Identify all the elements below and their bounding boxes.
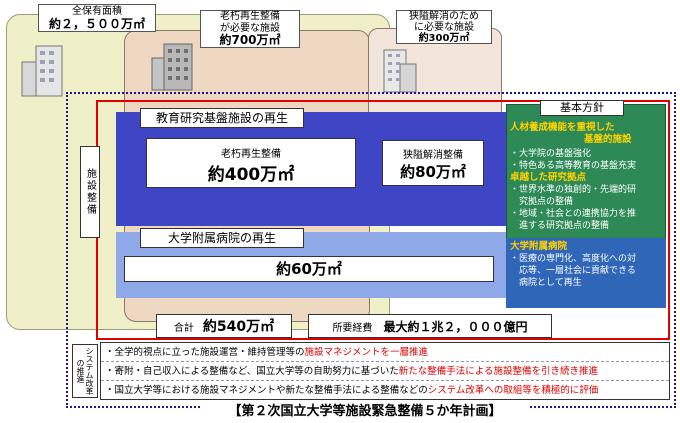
building-icon [21,45,63,97]
basic-policy-title-text: 基本方針 [560,101,604,114]
old-building-icon [151,43,193,91]
reform-list: ・全学的視点に立った施設運営・維持管理等の施設マネジメントを一層推進 ・寄附・自… [101,343,669,399]
reform-item: ・国立大学等における施設マネジメントや新たな整備手法による整備などのシステム改革… [101,381,669,399]
cost-label: 所要経費 [332,323,373,334]
cost-value: 最大約１兆２，０００億円 [383,320,528,334]
aging-renewal-label: 老朽再生整備 [221,149,281,160]
policy-item: ・医療の専門化、高度化への対 [510,254,637,264]
reform-highlight: 新たな整備手法による施設整備を引き続き推進 [398,366,598,377]
narrow-need-line1: 狭隘解消のため [409,11,479,22]
total-value: 約540万㎡ [202,319,275,335]
aging-renewal-value: 約400万㎡ [207,165,295,185]
reform-item: ・寄附・自己収入による整備など、国立大学等の自助努力に基づいた新たな整備手法によ… [101,362,669,381]
policy-item: ・世界水準の独創的・先端的研 [510,185,637,195]
aging-need-line1: 老朽再生整備 [220,11,280,22]
aging-need-value: 約700万㎡ [219,33,281,47]
total-box: 合計 約540万㎡ [156,314,292,338]
reform-box: ・全学的視点に立った施設運営・維持管理等の施設マネジメントを一層推進 ・寄附・自… [100,342,670,400]
edu-section-title-text: 教育研究基盤施設の再生 [155,111,288,125]
hospital-value-box: 約60万㎡ [124,256,494,282]
aging-renewal-box: 老朽再生整備 約400万㎡ [146,138,356,188]
policy-heading-line2: 基盤的施設 [584,134,632,145]
crowded-building-icon [383,49,417,93]
edu-section-title: 教育研究基盤施設の再生 [140,108,304,128]
basic-policy-content: 人材養成機能を重視した 基盤的施設 ・大学院の基盤強化 ・特色ある高等教育の基盤… [510,122,664,240]
reform-highlight: 施設マネジメントを一層推進 [304,347,429,358]
total-area-value: 約２，５００万㎡ [48,16,145,31]
system-reform-label-text: システム改革の推進 [76,347,94,395]
aging-need-line2: が必要な施設 [220,22,280,34]
policy-subheading: 卓越した研究拠点 [510,172,587,183]
hospital-policy-content: 大学附属病院 ・医療の専門化、高度化への対 応等、一層社会に貢献できる 病院とし… [510,241,664,305]
policy-item: ・大学院の基盤強化 [510,149,592,159]
hospital-section-title-text: 大学附属病院の再生 [167,231,276,245]
narrow-fix-box: 狭隘解消整備 約80万㎡ [382,140,484,186]
reform-highlight: システム改革への取組等を積極的に評価 [427,385,599,396]
hospital-policy-heading: 大学附属病院 [510,241,568,252]
policy-item: 進する研究拠点の整備 [510,221,610,231]
policy-items-2: ・世界水準の独創的・先端的研 究拠点の整備 ・地域・社会との連携協力を推 進する… [510,184,664,232]
total-area-label: 全保有面積 約２，５００万㎡ [38,4,156,32]
facility-label: 施設整備 [80,146,100,238]
hospital-value: 約60万㎡ [276,260,342,278]
basic-policy-title: 基本方針 [540,100,624,116]
policy-item: 病院として再生 [510,278,582,288]
narrow-fix-value: 約80万㎡ [400,163,466,181]
hospital-policy-items: ・医療の専門化、高度化への対 応等、一層社会に貢献できる 病院として再生 [510,253,664,289]
policy-item: ・特色ある高等教育の基盤充実 [510,161,637,171]
reform-text: ・寄附・自己収入による整備など、国立大学等の自助努力に基づいた [105,366,399,377]
facility-label-text: 施設整備 [84,168,96,216]
system-reform-label: システム改革の推進 [72,344,98,398]
hospital-policy-region [506,238,666,308]
narrow-need-value: 約300万㎡ [418,33,470,44]
plan-title-text: 【第２次国立大学等施設緊急整備５か年計画】 [228,404,502,419]
narrow-fix-label: 狭隘解消整備 [403,150,463,161]
reform-text: ・全学的視点に立った施設運営・維持管理等の [105,347,305,358]
narrow-need-label: 狭隘解消のため に必要な施設 約300万㎡ [396,10,492,44]
policy-items-1: ・大学院の基盤強化 ・特色ある高等教育の基盤充実 [510,148,664,172]
hospital-section-title: 大学附属病院の再生 [140,228,304,248]
policy-item: 究拠点の整備 [510,197,574,207]
policy-heading-line1: 人材養成機能を重視した [510,122,615,133]
aging-need-label: 老朽再生整備 が必要な施設 約700万㎡ [200,10,300,48]
policy-item: ・地域・社会との連携協力を推 [510,209,636,219]
total-area-title: 全保有面積 [72,6,122,17]
cost-box: 所要経費 最大約１兆２，０００億円 [308,314,552,338]
policy-item: 応等、一層社会に貢献できる [510,266,636,276]
reform-text: ・国立大学等における施設マネジメントや新たな整備手法による整備などの [105,385,428,396]
total-label: 合計 [173,323,194,334]
plan-title: 【第２次国立大学等施設緊急整備５か年計画】 [200,402,530,422]
reform-item: ・全学的視点に立った施設運営・維持管理等の施設マネジメントを一層推進 [101,343,669,362]
narrow-need-line2: に必要な施設 [414,21,474,33]
